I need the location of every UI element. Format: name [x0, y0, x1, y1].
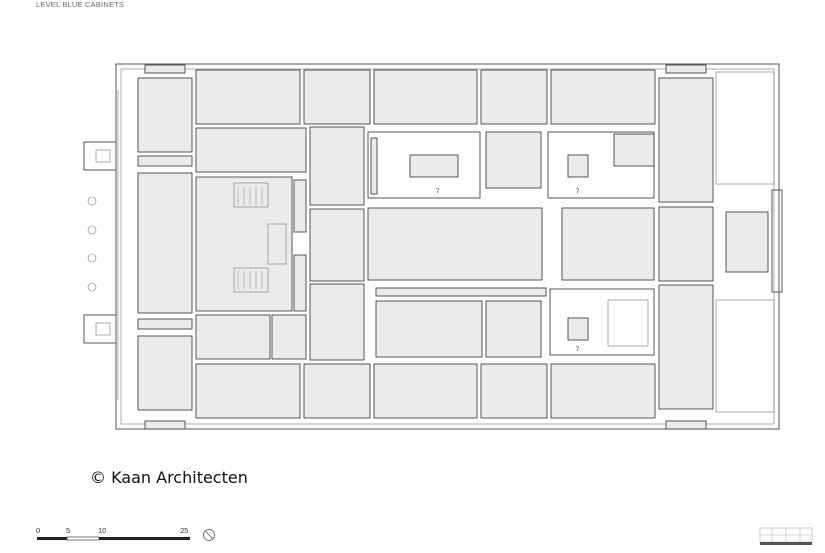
middle-cabinet-column: [309, 126, 365, 361]
north-arrow-icon: [203, 529, 215, 541]
room-label: 7: [576, 189, 580, 195]
room-label: 7: [436, 189, 440, 195]
key-plan-icon: [759, 527, 813, 545]
scale-tick-label: 0: [36, 526, 40, 535]
inner-cabinets: [367, 131, 655, 358]
scale-bar: 0 5 10 25: [36, 526, 190, 541]
scale-tick-label: 5: [66, 526, 70, 535]
central-stair-hall: [195, 176, 307, 360]
scale-tick-label: 10: [98, 526, 106, 535]
east-gallery-column: [658, 71, 783, 413]
north-gallery-row: [137, 64, 714, 203]
plan-title: LEVEL BLUE CABINETS: [36, 0, 125, 9]
room-label: 7: [576, 347, 580, 353]
south-gallery-row: [144, 363, 707, 430]
building-outline: [83, 63, 780, 430]
copyright-credit: © Kaan Architecten: [90, 468, 248, 487]
west-gallery-column: [137, 127, 307, 411]
scale-tick-label: 25: [180, 526, 188, 535]
